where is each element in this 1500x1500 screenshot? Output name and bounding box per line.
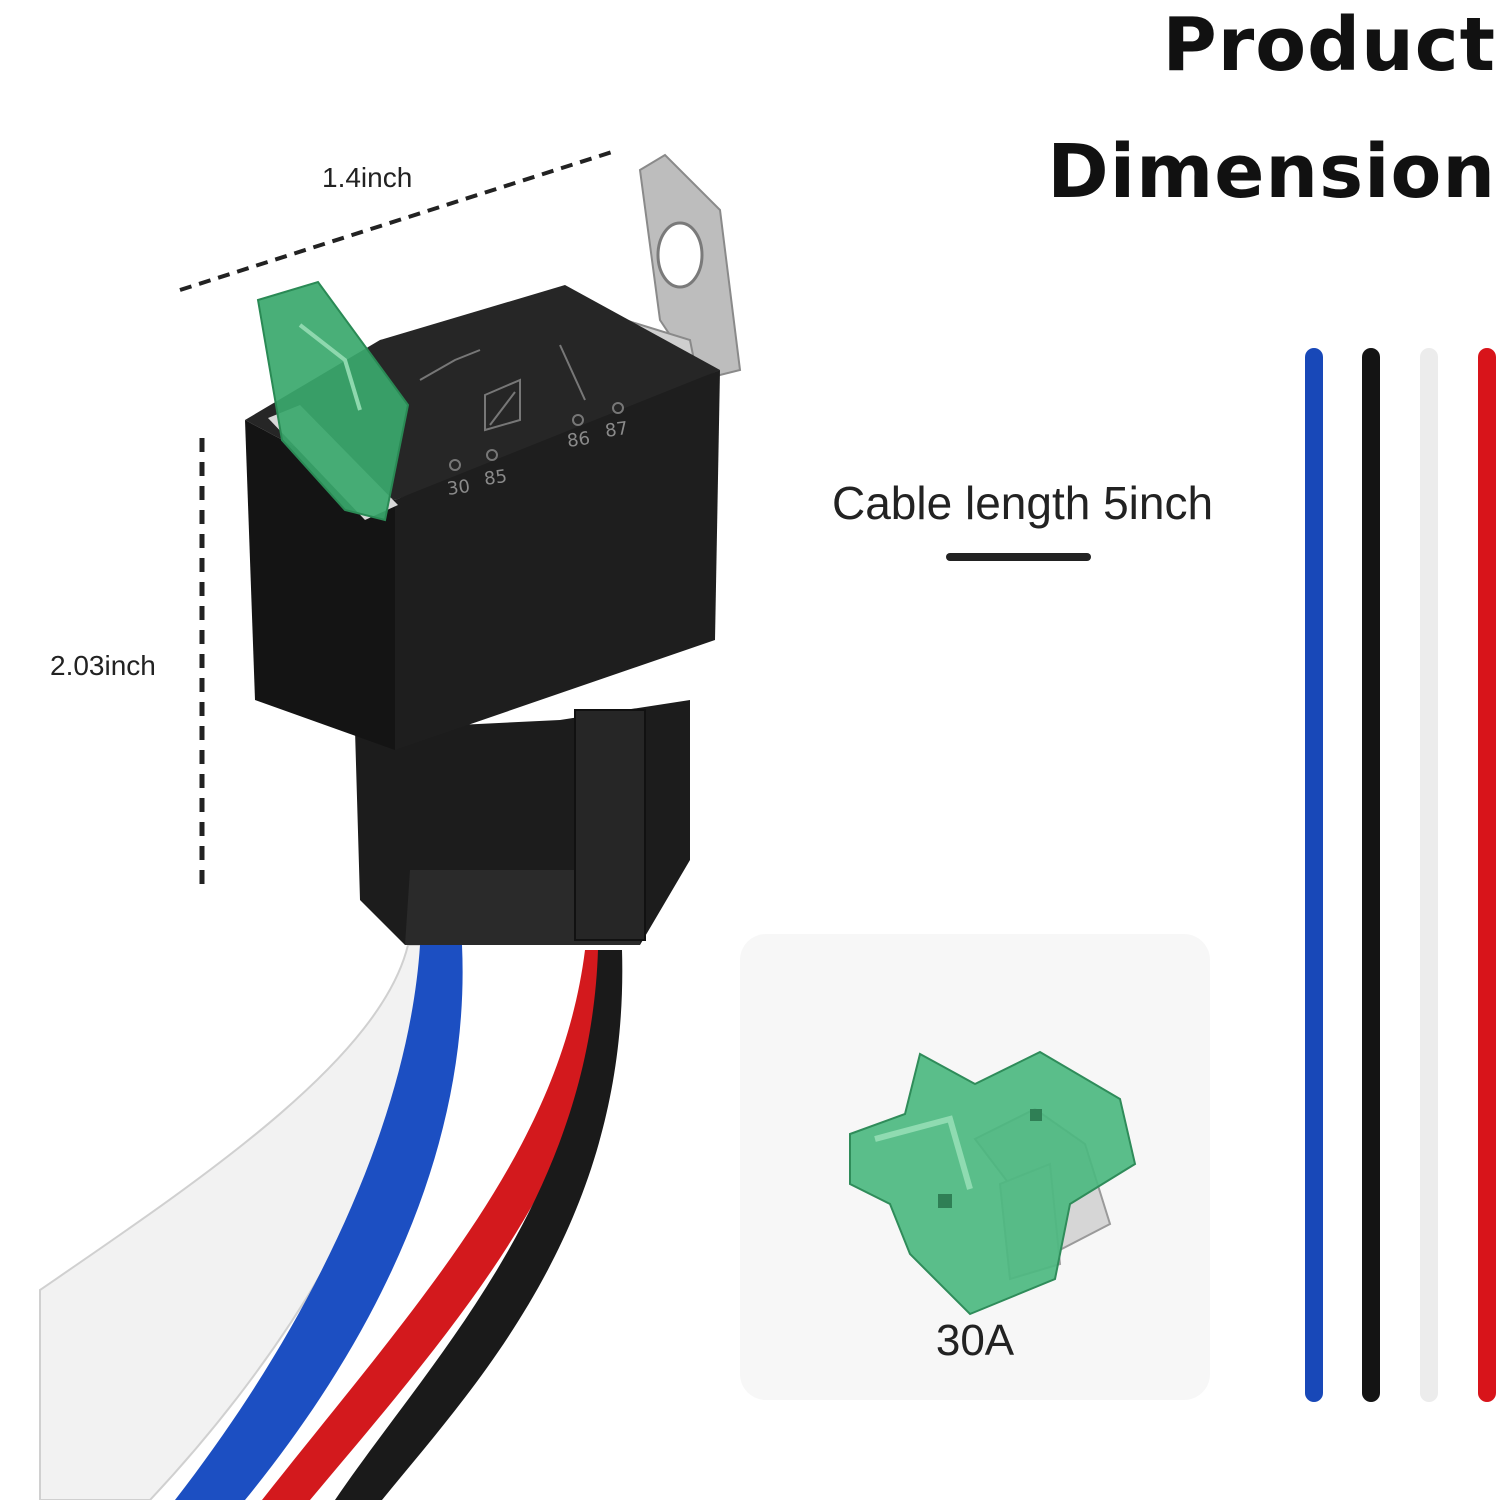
pin-label-30: 30 <box>446 476 472 500</box>
cable-length-bar <box>946 553 1091 561</box>
cable-length-label: Cable length 5inch <box>832 477 1214 529</box>
red-cable-swatch <box>1478 348 1496 1402</box>
blue-cable-swatch <box>1305 348 1323 1402</box>
fuse-rating-label: 30A <box>935 1316 1015 1365</box>
title-line-1: Product <box>1162 2 1496 88</box>
height-dimension-label: 2.03inch <box>50 650 156 681</box>
relay-fuse <box>256 280 410 522</box>
relay-cover-side <box>395 370 720 750</box>
red-wire <box>262 950 610 1500</box>
black-cable-swatch <box>1362 348 1380 1402</box>
blue-wire <box>175 945 463 1500</box>
fuse-image <box>849 1050 1137 1316</box>
pin-label-87: 87 <box>604 418 630 442</box>
white-cable-swatch <box>1420 348 1438 1402</box>
title-line-2: Dimension <box>1047 129 1496 215</box>
fuse-card: 30A <box>740 934 1210 1400</box>
width-dimension-line <box>179 150 613 292</box>
pin-label-85: 85 <box>483 466 509 490</box>
black-wire <box>335 950 623 1500</box>
width-dimension-label: 1.4inch <box>322 162 413 193</box>
pin-label-86: 86 <box>566 428 592 452</box>
